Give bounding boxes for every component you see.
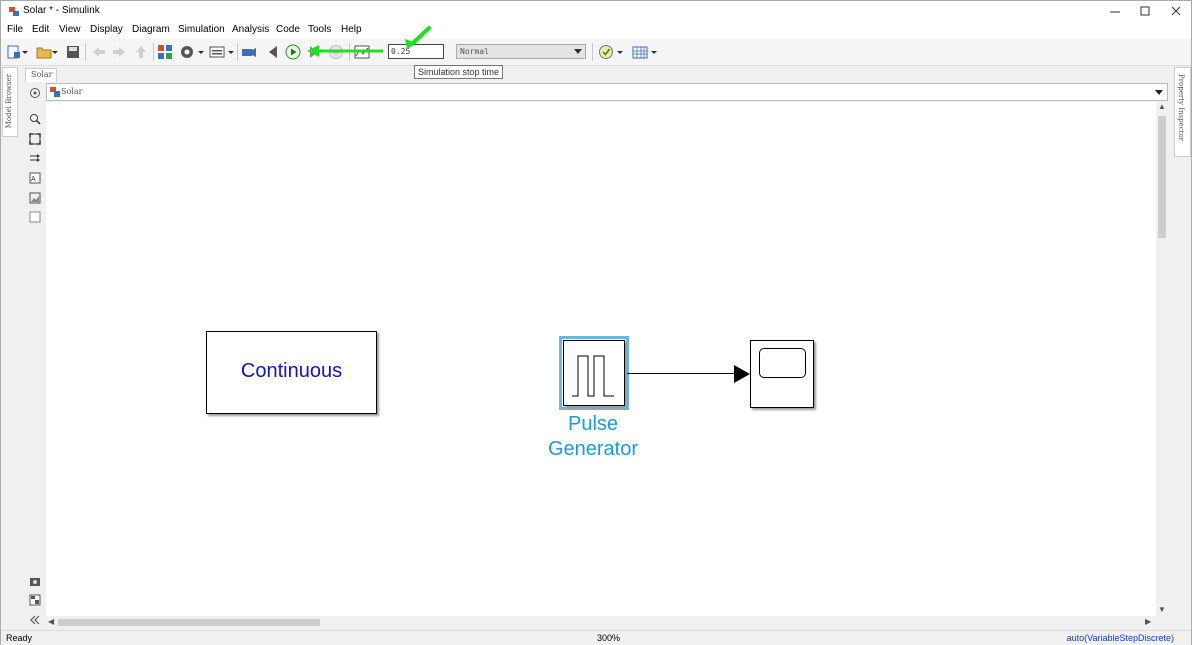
image-icon[interactable] [29, 192, 41, 204]
menu-tools[interactable]: Tools [308, 24, 332, 35]
maximize-button[interactable] [1129, 1, 1161, 22]
collapse-left-icon[interactable] [29, 614, 41, 626]
build-grid-icon[interactable] [632, 44, 648, 60]
toolbar: 0.25 Normal [1, 39, 1191, 66]
horizontal-scroll-thumb[interactable] [58, 619, 320, 626]
hide-browser-icon[interactable] [29, 87, 41, 99]
pulse-generator-body [563, 340, 625, 406]
simulation-mode-value: Normal [460, 47, 489, 56]
advisor-dropdown-icon[interactable] [616, 44, 624, 60]
zoom-icon[interactable] [29, 113, 41, 125]
fit-to-view-icon[interactable] [29, 133, 41, 145]
toolbar-separator [85, 43, 86, 61]
pulse-generator-block[interactable] [559, 336, 629, 410]
open-dropdown-icon[interactable] [51, 44, 59, 60]
step-back-icon[interactable] [265, 44, 281, 60]
simulation-mode-select[interactable]: Normal [456, 44, 586, 59]
explorer-icon[interactable] [209, 44, 225, 60]
explorer-dropdown-icon[interactable] [227, 44, 235, 60]
property-inspector-label: Property Inspector [1177, 74, 1185, 142]
menu-file[interactable]: File [7, 24, 24, 35]
settings-dropdown-icon[interactable] [197, 44, 205, 60]
scope-screen-icon [759, 348, 806, 378]
signal-arrowhead [734, 365, 750, 383]
toolbar-separator [237, 43, 238, 61]
vertical-scrollbar[interactable]: ▲ ▼ [1156, 102, 1168, 616]
model-icon [50, 87, 60, 97]
menu-simulation[interactable]: Simulation [178, 24, 225, 35]
pulse-waveform-icon [572, 355, 614, 397]
minimize-button[interactable] [1099, 1, 1131, 22]
status-zoom: 300% [597, 633, 621, 643]
scroll-right-icon[interactable]: ▶ [1145, 617, 1152, 626]
screenshot-camera-icon[interactable] [29, 575, 41, 587]
simulink-app-icon [9, 7, 19, 16]
area-icon[interactable] [29, 211, 41, 223]
status-bar: Ready 300% auto(VariableStepDiscrete) [1, 630, 1191, 645]
scope-block[interactable] [750, 340, 814, 408]
signal-line[interactable] [627, 373, 737, 374]
up-arrow-icon[interactable] [133, 44, 149, 60]
arrow-icon[interactable] [29, 152, 41, 164]
scroll-up-icon[interactable]: ▲ [1158, 102, 1166, 111]
record-data-icon[interactable] [241, 44, 257, 60]
menu-help[interactable]: Help [341, 24, 362, 35]
scroll-down-icon[interactable]: ▼ [1158, 605, 1166, 614]
library-browser-icon[interactable] [157, 44, 173, 60]
breadcrumb-path[interactable]: Solar [61, 87, 83, 96]
toolbar-separator [153, 43, 154, 61]
scroll-left-icon[interactable]: ◀ [48, 617, 55, 626]
title-bar: Solar * - Simulink [1, 1, 1191, 22]
new-model-icon[interactable] [6, 44, 22, 60]
breadcrumb: Solar [46, 83, 1168, 101]
menu-diagram[interactable]: Diagram [132, 24, 170, 35]
forward-arrow-icon[interactable] [111, 44, 127, 60]
close-icon [1171, 6, 1181, 16]
property-inspector-tab[interactable]: Property Inspector [1174, 67, 1191, 157]
menu-code[interactable]: Code [276, 24, 300, 35]
svg-text:A: A [31, 176, 36, 183]
new-dropdown-icon[interactable] [21, 44, 29, 60]
window-title: Solar * - Simulink [23, 5, 100, 16]
simulation-stop-time-input[interactable]: 0.25 [388, 44, 444, 59]
run-icon[interactable] [285, 44, 301, 60]
model-advisor-check-icon[interactable] [598, 44, 614, 60]
horizontal-scrollbar[interactable]: ◀ ▶ [46, 616, 1156, 629]
maximize-icon [1140, 6, 1150, 16]
continuous-block-label: Continuous [240, 360, 343, 382]
build-dropdown-icon[interactable] [650, 44, 658, 60]
save-icon[interactable] [65, 44, 81, 60]
model-settings-gear-icon[interactable] [179, 44, 195, 60]
chevron-down-icon[interactable] [1155, 90, 1163, 95]
model-data-icon[interactable] [29, 594, 41, 606]
menu-edit[interactable]: Edit [32, 24, 50, 35]
annotation-icon[interactable]: A [29, 172, 41, 184]
pulse-generator-label: Pulse Generator [547, 413, 639, 460]
tab-solar[interactable]: Solar [25, 68, 57, 82]
minimize-icon [1110, 11, 1120, 13]
menu-bar: File Edit View Display Diagram Simulatio… [1, 22, 1191, 39]
back-arrow-icon[interactable] [91, 44, 107, 60]
annotation-arrows [307, 26, 431, 57]
chevron-down-icon [574, 49, 582, 54]
stop-time-tooltip: Simulation stop time [414, 65, 504, 79]
menu-analysis[interactable]: Analysis [232, 24, 270, 35]
model-browser-tab[interactable]: Model Browser [2, 67, 18, 137]
vertical-scroll-thumb[interactable] [1158, 116, 1166, 238]
open-folder-icon[interactable] [36, 44, 52, 60]
powergui-continuous-block[interactable]: Continuous [206, 331, 377, 414]
left-palette: A [24, 82, 46, 630]
menu-view[interactable]: View [59, 24, 81, 35]
close-button[interactable] [1160, 1, 1192, 22]
status-solver[interactable]: auto(VariableStepDiscrete) [1066, 633, 1174, 643]
status-ready: Ready [6, 633, 33, 643]
model-browser-label: Model Browser [5, 74, 13, 129]
menu-display[interactable]: Display [90, 24, 123, 35]
toolbar-separator [592, 43, 593, 61]
